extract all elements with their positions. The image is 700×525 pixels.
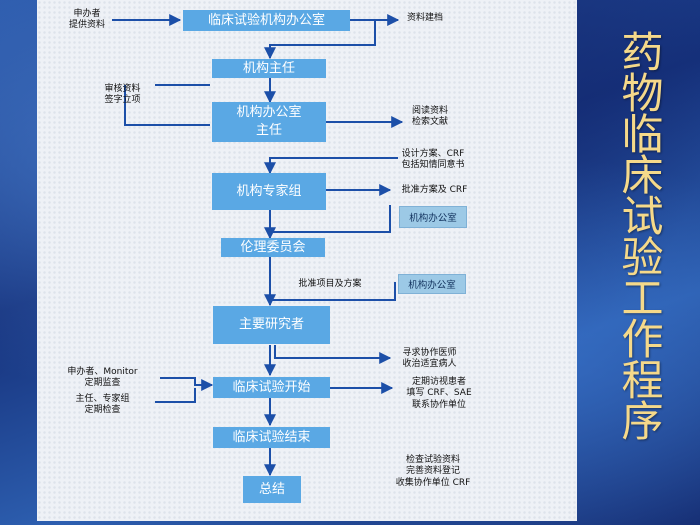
office-tag-2-label: 机构办公室 (408, 280, 456, 291)
trial-start-box: 临床试验开始 (213, 377, 330, 398)
clinical-trial-office-box: 临床试验机构办公室 (183, 10, 350, 31)
visit-note: 定期访视患者 填写 CRF、SAE 联系协作单位 (394, 377, 484, 411)
read-note-line2: 检索文献 (411, 117, 448, 128)
applicant-note-line1: 申办者 (73, 9, 101, 19)
approve-project-note-line1: 批准项目及方案 (298, 279, 362, 289)
office-tag-1-label: 机构办公室 (409, 213, 457, 224)
office-director-label-2: 主任 (255, 123, 282, 138)
final-note-line3: 收集协作单位 CRF (395, 477, 471, 488)
ethics-committee-box: 伦理委员会 (221, 238, 325, 257)
ethics-committee-label: 伦理委员会 (240, 239, 306, 255)
director-box: 机构主任 (212, 59, 326, 78)
visit-note-line1: 定期访视患者 (411, 377, 466, 387)
director-label: 机构主任 (242, 60, 295, 76)
principal-investigator-label: 主要研究者 (238, 317, 304, 333)
approve-plan-note-line1: 批准方案及 CRF (401, 185, 468, 195)
trial-end-label: 临床试验结束 (232, 429, 311, 445)
approve-plan-note: 批准方案及 CRF (392, 185, 477, 196)
final-note-line1: 检查试验资料 (405, 455, 460, 465)
review-note-line1: 审核资料 (104, 84, 141, 94)
applicant-note-line2: 提供资料 (68, 20, 105, 31)
check-note: 主任、专家组 定期检查 (55, 394, 150, 417)
office-tag-1: 机构办公室 (399, 206, 467, 228)
archive-note: 资料建档 (400, 13, 450, 24)
review-note: 审核资料 签字立项 (90, 84, 155, 107)
final-note: 检查试验资料 完善资料登记 收集协作单位 CRF (378, 455, 488, 489)
office-tag-2: 机构办公室 (398, 274, 466, 294)
flowchart-panel (37, 0, 577, 521)
review-note-line2: 签字立项 (104, 95, 141, 106)
archive-note-line1: 资料建档 (406, 13, 443, 23)
clinical-trial-office-label: 临床试验机构办公室 (207, 12, 325, 28)
office-director-label-1: 机构办公室 (236, 105, 302, 121)
visit-note-line2: 填写 CRF、SAE (406, 388, 472, 399)
visit-note-line3: 联系协作单位 (411, 399, 466, 410)
monitor-note-line1: 申办者、Monitor (67, 367, 138, 377)
design-note: 设计方案、CRF 包括知情同意书 (388, 149, 478, 172)
seek-note-line1: 寻求协作医师 (402, 348, 457, 358)
principal-investigator-box: 主要研究者 (213, 306, 330, 344)
approve-project-note: 批准项目及方案 (285, 279, 375, 290)
applicant-note: 申办者 提供资料 (62, 9, 112, 32)
design-note-line1: 设计方案、CRF (401, 149, 465, 159)
seek-note: 寻求协作医师 收治适宜病人 (392, 348, 467, 371)
monitor-note: 申办者、Monitor 定期监查 (50, 367, 155, 390)
summary-label: 总结 (258, 481, 285, 497)
expert-group-box: 机构专家组 (212, 173, 326, 210)
vertical-title: 药物临床试验工作程序 (615, 30, 664, 440)
trial-end-box: 临床试验结束 (213, 427, 330, 448)
read-note: 阅读资料 检索文献 (405, 106, 455, 129)
check-note-line2: 定期检查 (84, 405, 121, 416)
final-note-line2: 完善资料登记 (405, 466, 460, 477)
trial-start-label: 临床试验开始 (232, 379, 311, 395)
check-note-line1: 主任、专家组 (75, 394, 130, 404)
expert-group-label: 机构专家组 (236, 183, 302, 199)
summary-box: 总结 (243, 476, 301, 503)
seek-note-line2: 收治适宜病人 (402, 359, 457, 370)
read-note-line1: 阅读资料 (411, 106, 448, 116)
design-note-line2: 包括知情同意书 (401, 160, 465, 171)
office-director-box: 机构办公室 主任 (212, 102, 326, 142)
monitor-note-line2: 定期监查 (84, 378, 121, 389)
